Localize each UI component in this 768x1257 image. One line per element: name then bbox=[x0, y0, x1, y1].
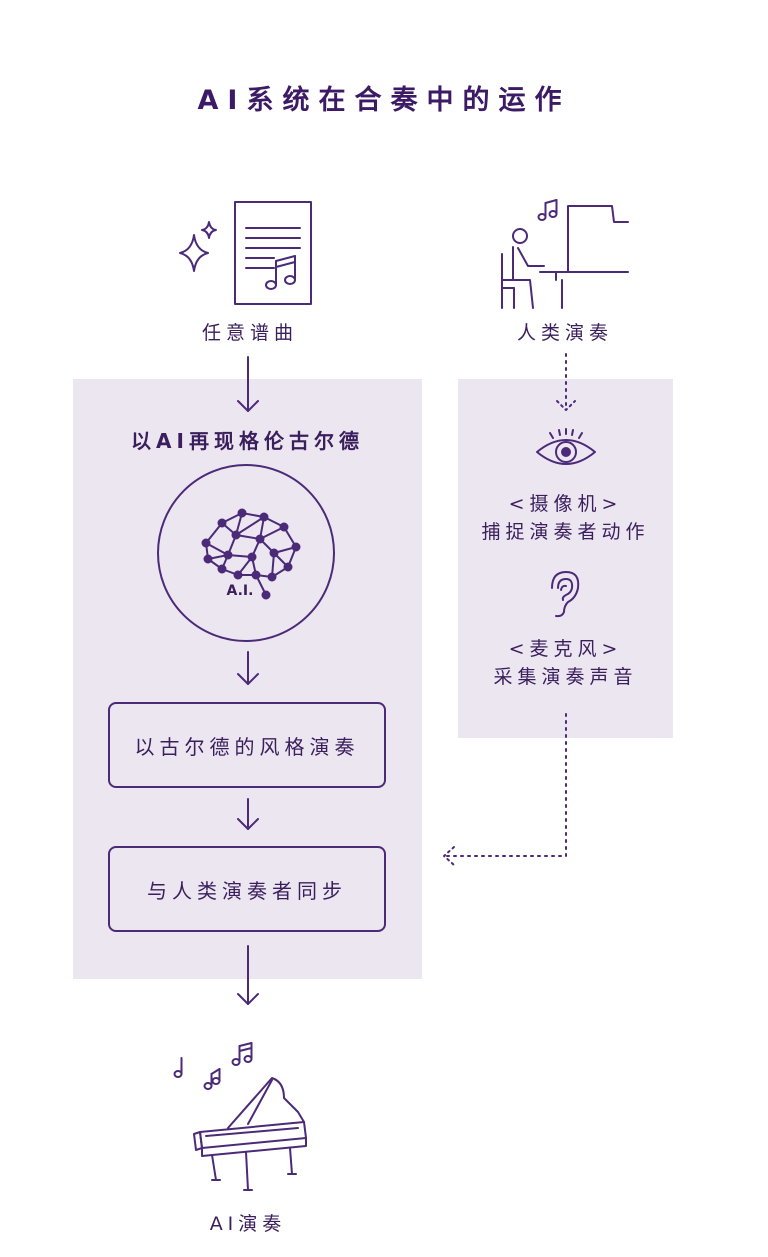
grand-piano-icon bbox=[173, 1042, 307, 1191]
score-label: 任意谱曲 bbox=[201, 322, 298, 344]
brain-label: A.I. bbox=[226, 583, 254, 599]
diagram-title: AI系统在合奏中的运作 bbox=[197, 85, 571, 116]
sheet-music-icon bbox=[234, 201, 312, 305]
output-label: AI演奏 bbox=[209, 1213, 287, 1235]
ear-icon bbox=[551, 571, 580, 618]
right-panel bbox=[458, 379, 673, 738]
arrow-down-icon bbox=[237, 945, 259, 1005]
sparkle-icon bbox=[179, 221, 217, 272]
arrow-down-icon bbox=[237, 798, 259, 830]
mic-label-1: <麦克风> bbox=[508, 638, 623, 660]
left-panel-heading: 以AI再现格伦古尔德 bbox=[131, 429, 364, 453]
camera-label-1: <摄像机> bbox=[508, 493, 623, 515]
human-label: 人类演奏 bbox=[516, 322, 613, 344]
style-performance-box: 以古尔德的风格演奏 bbox=[108, 702, 386, 788]
camera-label-2: 捕捉演奏者动作 bbox=[481, 521, 650, 543]
mic-label-2: 采集演奏声音 bbox=[493, 666, 638, 688]
dotted-connector-arrow-icon bbox=[443, 713, 567, 866]
dotted-arrow-down-icon bbox=[556, 353, 576, 411]
arrow-down-icon bbox=[237, 356, 259, 412]
sync-box: 与人类演奏者同步 bbox=[108, 846, 386, 932]
eye-icon bbox=[536, 428, 596, 465]
pianist-icon bbox=[501, 199, 629, 309]
brain-network-icon bbox=[157, 464, 335, 642]
arrow-down-icon bbox=[237, 651, 259, 685]
